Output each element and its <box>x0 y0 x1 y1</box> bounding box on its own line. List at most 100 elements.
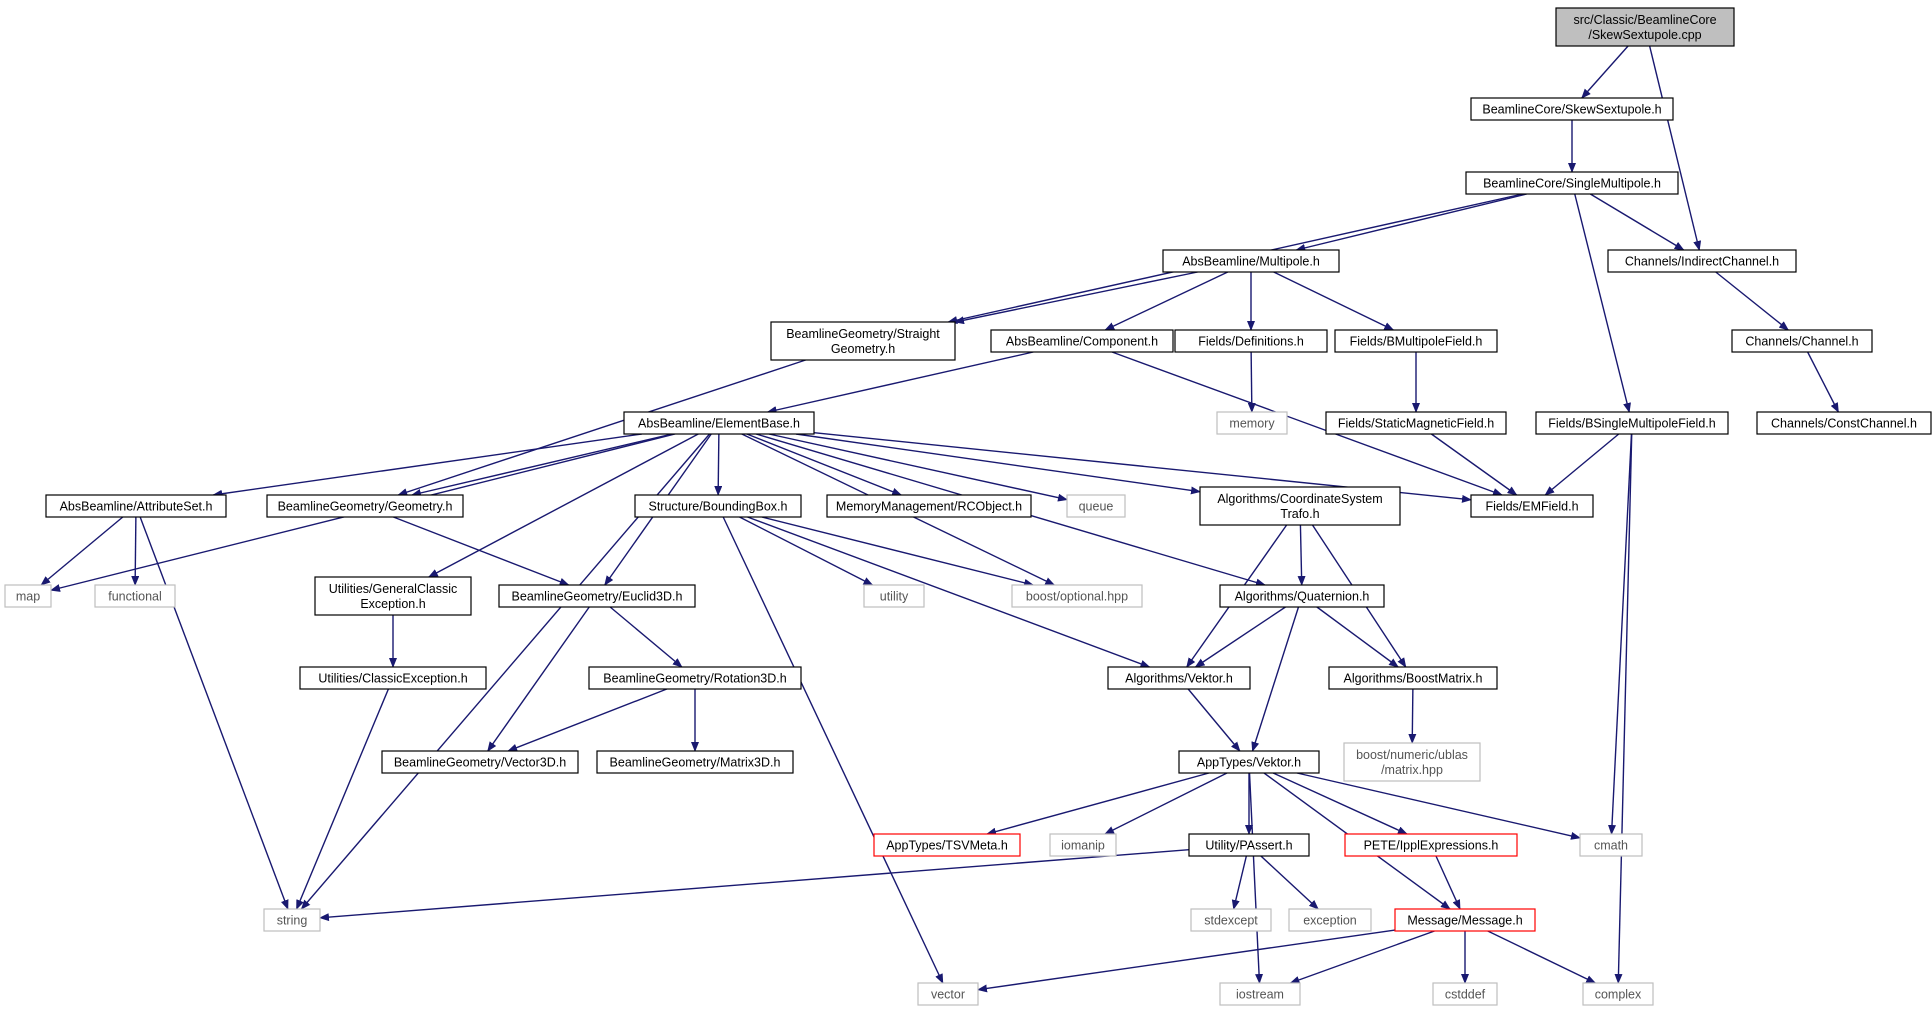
edge-elementbase_h-to-rcobject_h <box>746 433 903 496</box>
node-indirectchannel-h[interactable]: Channels/IndirectChannel.h <box>1607 249 1797 273</box>
node-message-h[interactable]: Message/Message.h <box>1394 908 1536 932</box>
node-box <box>4 584 52 608</box>
node-classicexc-h[interactable]: Utilities/ClassicException.h <box>299 666 487 690</box>
edge-channel_h-to-constchannel_h <box>1807 351 1839 413</box>
node-label: boost/optional.hpp <box>1026 590 1128 604</box>
node-label: Utility/PAssert.h <box>1205 839 1292 853</box>
node-label: Structure/BoundingBox.h <box>649 500 788 514</box>
node-label: BeamlineCore/SkewSextupole.h <box>1482 103 1661 117</box>
node-label: Algorithms/BoostMatrix.h <box>1344 672 1483 686</box>
node-algvektor-h[interactable]: Algorithms/Vektor.h <box>1107 666 1251 690</box>
edge-bsinglemultipolefield_h-to-emfield_h <box>1544 433 1620 496</box>
node-vector[interactable]: vector <box>917 982 979 1006</box>
node-elementbase-h[interactable]: AbsBeamline/ElementBase.h <box>623 411 815 435</box>
node-exception[interactable]: exception <box>1288 908 1372 932</box>
node-cmath[interactable]: cmath <box>1579 833 1643 857</box>
node-box <box>1344 833 1518 857</box>
node-functional[interactable]: functional <box>94 584 176 608</box>
node-box <box>299 666 487 690</box>
node-definitions-h[interactable]: Fields/Definitions.h <box>1174 329 1328 353</box>
edge-appvektor_h-to-iostream <box>1248 772 1264 984</box>
node-queue[interactable]: queue <box>1066 494 1126 518</box>
edge-elementbase_h-to-queue <box>768 433 1068 502</box>
node-passert-h[interactable]: Utility/PAssert.h <box>1188 833 1310 857</box>
edge-appvektor_h-to-cmath <box>1296 772 1581 840</box>
edge-boundingbox_h-to-boostoptional <box>761 516 1035 587</box>
node-label: PETE/IpplExpressions.h <box>1364 839 1499 853</box>
node-euclid3d-h[interactable]: BeamlineGeometry/Euclid3D.h <box>498 584 696 608</box>
node-utility[interactable]: utility <box>863 584 925 608</box>
edge-elementbase_h-to-geometry_h <box>410 433 673 497</box>
node-box <box>94 584 176 608</box>
node-geometry-h[interactable]: BeamlineGeometry/Geometry.h <box>266 494 464 518</box>
node-label: BeamlineGeometry/Rotation3D.h <box>603 672 786 686</box>
node-map[interactable]: map <box>4 584 52 608</box>
node-label: Channels/ConstChannel.h <box>1771 417 1917 431</box>
node-iomanip[interactable]: iomanip <box>1049 833 1117 857</box>
node-box <box>1535 411 1729 435</box>
node-cstddef[interactable]: cstddef <box>1432 982 1498 1006</box>
node-attributeset-h[interactable]: AbsBeamline/AttributeSet.h <box>45 494 227 518</box>
node-box <box>596 750 794 774</box>
node-stdexcept[interactable]: stdexcept <box>1190 908 1272 932</box>
edge-attributeset_h-to-string <box>139 516 289 910</box>
node-emfield-h[interactable]: Fields/EMField.h <box>1470 494 1594 518</box>
node-boostmatrix-h[interactable]: Algorithms/BoostMatrix.h <box>1328 666 1498 690</box>
node-label: cmath <box>1594 839 1628 853</box>
node-tsvmeta-h[interactable]: AppTypes/TSVMeta.h <box>873 833 1021 857</box>
node-label: Fields/StaticMagneticField.h <box>1338 417 1494 431</box>
node-bmultipolefield-h[interactable]: Fields/BMultipoleField.h <box>1334 329 1498 353</box>
edge-boundingbox_h-to-vector <box>722 516 944 984</box>
node-rotation3d-h[interactable]: BeamlineGeometry/Rotation3D.h <box>588 666 802 690</box>
node-root[interactable]: src/Classic/BeamlineCore/SkewSextupole.c… <box>1555 7 1735 47</box>
node-string[interactable]: string <box>263 908 321 932</box>
node-singlemultipole-h[interactable]: BeamlineCore/SingleMultipole.h <box>1465 171 1679 195</box>
edge-boundingbox_h-to-utility <box>739 516 874 586</box>
edge-staticmagfield_h-to-emfield_h <box>1430 433 1518 496</box>
edge-multipole_h-to-straightgeom_h <box>954 271 1198 325</box>
node-multipole-h[interactable]: AbsBeamline/Multipole.h <box>1162 249 1340 273</box>
node-box <box>1199 486 1401 526</box>
node-label: functional <box>108 590 162 604</box>
edge-passert_h-to-exception <box>1260 855 1319 910</box>
node-boostoptional[interactable]: boost/optional.hpp <box>1011 584 1143 608</box>
node-iostream[interactable]: iostream <box>1219 982 1301 1006</box>
node-matrix3d-h[interactable]: BeamlineGeometry/Matrix3D.h <box>596 750 794 774</box>
node-label: exception <box>1303 914 1357 928</box>
node-ipplexpr-h[interactable]: PETE/IpplExpressions.h <box>1344 833 1518 857</box>
node-label: map <box>16 590 40 604</box>
node-label: BeamlineGeometry/Geometry.h <box>278 500 453 514</box>
node-constchannel-h[interactable]: Channels/ConstChannel.h <box>1756 411 1932 435</box>
node-box <box>863 584 925 608</box>
node-label: AbsBeamline/Multipole.h <box>1182 255 1320 269</box>
node-label: Trafo.h <box>1280 507 1319 521</box>
node-staticmagfield-h[interactable]: Fields/StaticMagneticField.h <box>1325 411 1507 435</box>
node-box <box>1607 249 1797 273</box>
node-ublasmatrix[interactable]: boost/numeric/ublas/matrix.hpp <box>1343 742 1481 782</box>
edge-elementbase_h-to-boundingbox_h <box>714 433 723 496</box>
node-box <box>1470 494 1594 518</box>
node-label: Algorithms/Vektor.h <box>1125 672 1233 686</box>
node-label: src/Classic/BeamlineCore <box>1573 13 1716 27</box>
node-complex[interactable]: complex <box>1582 982 1654 1006</box>
node-boundingbox-h[interactable]: Structure/BoundingBox.h <box>634 494 802 518</box>
node-vector3d-h[interactable]: BeamlineGeometry/Vector3D.h <box>381 750 579 774</box>
node-bsinglemultipolefield-h[interactable]: Fields/BSingleMultipoleField.h <box>1535 411 1729 435</box>
node-label: Fields/Definitions.h <box>1198 335 1304 349</box>
node-memory[interactable]: memory <box>1216 411 1288 435</box>
edge-appvektor_h-to-tsvmeta_h <box>986 772 1210 836</box>
node-appvektor-h[interactable]: AppTypes/Vektor.h <box>1178 750 1320 774</box>
node-channel-h[interactable]: Channels/Channel.h <box>1731 329 1873 353</box>
node-quaternion-h[interactable]: Algorithms/Quaternion.h <box>1219 584 1385 608</box>
node-label: BeamlineGeometry/Straight <box>786 327 940 341</box>
edge-indirectchannel_h-to-channel_h <box>1715 271 1790 331</box>
node-box <box>1465 171 1679 195</box>
node-component-h[interactable]: AbsBeamline/Component.h <box>990 329 1174 353</box>
node-label: BeamlineGeometry/Euclid3D.h <box>512 590 683 604</box>
node-rcobject-h[interactable]: MemoryManagement/RCObject.h <box>826 494 1032 518</box>
node-skewsext-h[interactable]: BeamlineCore/SkewSextupole.h <box>1470 97 1674 121</box>
node-label: Algorithms/Quaternion.h <box>1235 590 1370 604</box>
